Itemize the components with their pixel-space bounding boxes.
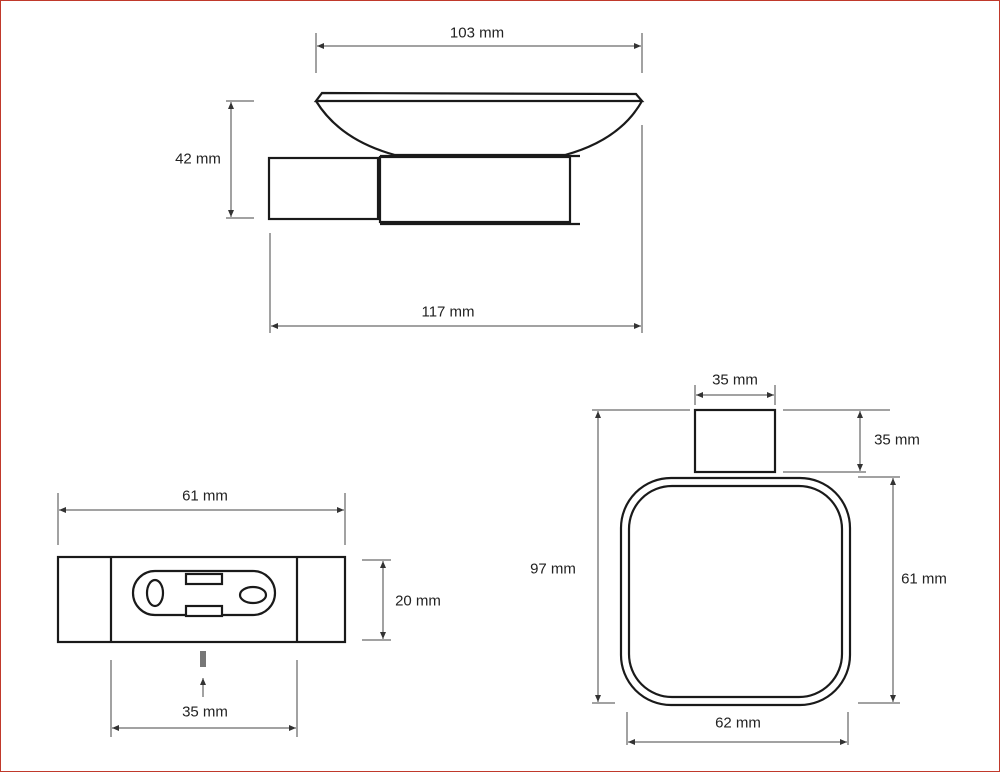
label-103: 103 mm <box>449 24 505 42</box>
dish-inner <box>627 484 844 699</box>
label-35-right: 35 mm <box>874 431 920 449</box>
bottom-view <box>56 493 391 737</box>
label-35-top: 35 mm <box>712 371 758 389</box>
label-62: 62 mm <box>715 714 761 732</box>
label-61: 61 mm <box>182 487 228 505</box>
label-61-right: 61 mm <box>901 570 947 588</box>
label-35-bottom: 35 mm <box>182 703 228 721</box>
dish-outer <box>619 476 852 707</box>
screw-icon <box>200 651 206 667</box>
holder-ring <box>378 155 572 224</box>
side-view <box>226 33 645 333</box>
soap-bowl <box>313 91 645 157</box>
mount-block <box>693 408 777 474</box>
wall-mount <box>267 156 380 221</box>
label-117: 117 mm <box>421 303 475 321</box>
label-42: 42 mm <box>175 150 221 168</box>
label-97: 97 mm <box>530 560 576 578</box>
front-view <box>592 385 900 745</box>
label-20: 20 mm <box>395 592 441 610</box>
